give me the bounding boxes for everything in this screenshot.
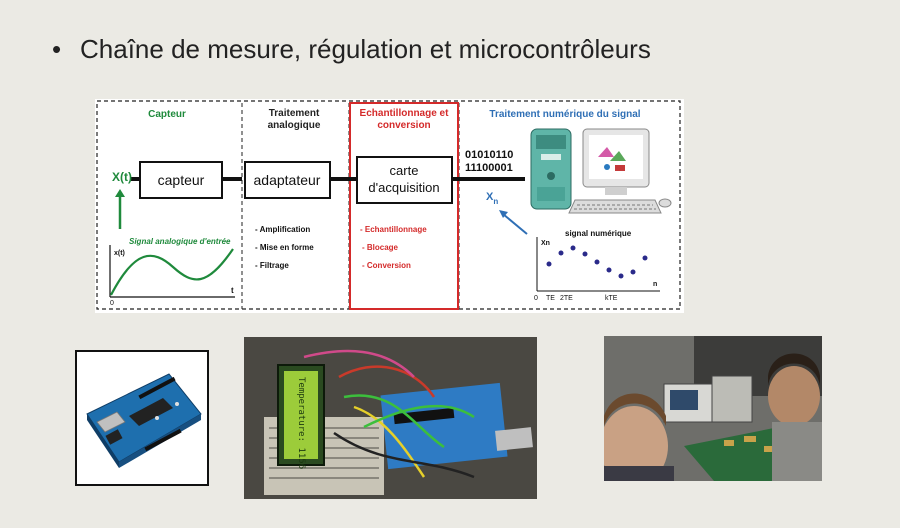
digital-sample-points: [546, 245, 648, 279]
digital-signal-plot: signal numérique Xn 0 TE 2TE kTE n: [534, 229, 660, 302]
sample-point: [546, 261, 552, 267]
sample-point: [582, 251, 588, 257]
analog-op-3: - Filtrage: [255, 261, 289, 270]
block-carte-label-1: carte: [390, 163, 419, 178]
binary-line-2: 11100001: [465, 162, 513, 174]
analog-op-1: - Amplification: [255, 225, 310, 234]
section-conversion-title-2: conversion: [377, 120, 430, 131]
diagram-canvas: Capteur Traitement analogique Echantillo…: [96, 100, 681, 310]
mouse-icon: [658, 198, 672, 208]
block-capteur: [139, 161, 223, 199]
xn-label: Xn: [486, 191, 498, 206]
computer-monitor-icon: [582, 128, 650, 195]
block-adaptateur: [244, 161, 331, 199]
analog-signal-plot: Signal analogique d'entrée x(t) 0 t: [109, 237, 235, 307]
analog-signal-curve: [110, 248, 234, 296]
xn-arrow-shaft: [502, 213, 528, 235]
conversion-op-2: - Blocage: [362, 243, 399, 252]
lcd-text: Temperature: 1156: [296, 377, 306, 469]
block-capteur-label: capteur: [158, 172, 205, 188]
slide-title: Chaîne de mesure, régulation et microcon…: [80, 34, 651, 64]
keyboard-icon: [568, 199, 662, 214]
section-analog-title-2: analogique: [268, 120, 321, 131]
measurement-chain-diagram: Capteur Traitement analogique Echantillo…: [95, 99, 684, 313]
diagram-outer-border: [96, 100, 681, 310]
conversion-op-3: - Conversion: [362, 261, 411, 270]
block-carte-label-2: d'acquisition: [368, 180, 439, 195]
digital-x-label: n: [653, 281, 657, 288]
sample-point: [594, 259, 600, 265]
bullet-icon: •: [52, 34, 62, 64]
arduino-board-illustration: [86, 373, 202, 468]
sample-point: [630, 269, 636, 275]
arduino-board-photo: [75, 350, 209, 486]
sample-point: [642, 255, 648, 261]
digital-origin: 0: [534, 295, 538, 302]
sample-point: [558, 250, 564, 256]
xn-arrow-head-icon: [499, 210, 508, 218]
students-lab-photo: [604, 336, 822, 481]
digital-plot-title: signal numérique: [565, 229, 632, 238]
analog-plot-title: Signal analogique d'entrée: [129, 237, 231, 246]
section-capteur-title: Capteur: [148, 109, 186, 120]
block-carte-acquisition: [356, 156, 453, 204]
binary-line-1: 01010110: [465, 149, 513, 161]
analog-x-label: t: [231, 286, 234, 295]
sample-point: [618, 273, 624, 279]
digital-tick-te: TE: [546, 295, 555, 302]
analog-origin: 0: [110, 300, 114, 307]
section-conversion-title-1: Echantillonnage et: [360, 108, 450, 119]
analog-op-2: - Mise en forme: [255, 243, 314, 252]
lcd-breadboard-photo: Temperature: 1156: [244, 337, 537, 499]
input-signal-label: X(t): [112, 170, 132, 184]
digital-tick-kte: kTE: [605, 295, 618, 302]
sample-point: [570, 245, 576, 251]
digital-tick-2te: 2TE: [560, 295, 573, 302]
block-adaptateur-label: adaptateur: [254, 172, 321, 188]
lcd-breadboard-illustration: Temperature: 1156: [244, 337, 537, 499]
conversion-op-1: - Echantillonnage: [360, 225, 427, 234]
section-analog-title-1: Traitement: [269, 108, 320, 119]
analog-y-label: x(t): [114, 250, 125, 257]
computer-tower-icon: [530, 128, 572, 210]
sample-point: [606, 267, 612, 273]
students-lab-illustration: [604, 336, 822, 481]
slide-title-line: • Chaîne de mesure, régulation et microco…: [52, 34, 651, 65]
digital-y-label: Xn: [541, 240, 550, 247]
conversion-highlight-box: [349, 102, 459, 310]
section-digital-title: Traitement numérique du signal: [489, 109, 640, 120]
input-arrow-head-icon: [115, 189, 125, 197]
